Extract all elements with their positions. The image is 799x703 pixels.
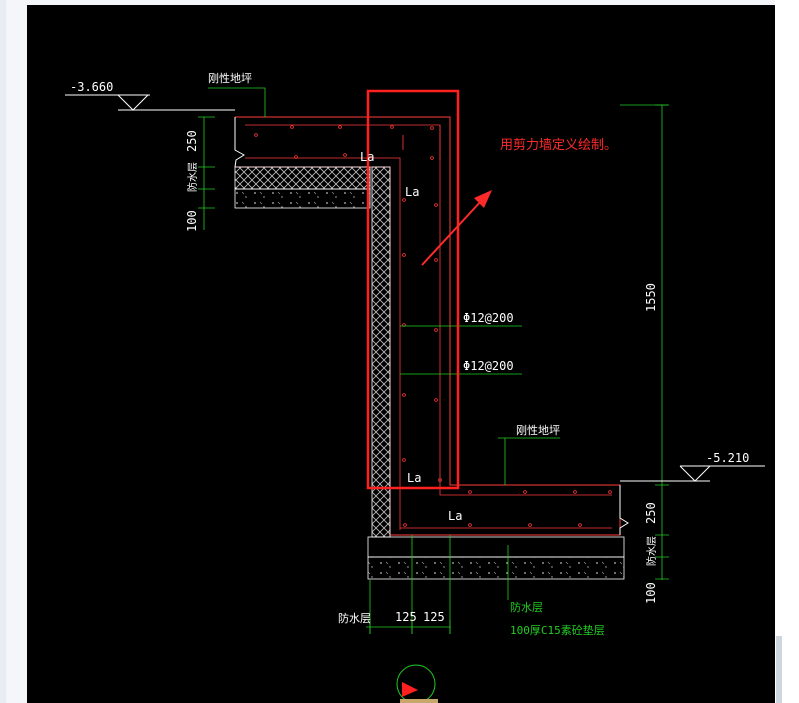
rigid-layer-top-label: 刚性地坪 [208, 71, 252, 85]
la-label-3: La [407, 471, 421, 485]
elevation-marker-bottom [620, 465, 765, 482]
elevation-marker-top [65, 94, 235, 111]
window-left-edge [0, 0, 6, 703]
rebar-label-1: Φ12@200 [463, 311, 514, 325]
dimension-lines [198, 87, 669, 634]
section-marker [396, 664, 438, 703]
annotation-arrow [421, 190, 492, 266]
la-label-1: La [360, 150, 374, 164]
rigid-layer-bottom-label: 刚性地坪 [516, 423, 560, 437]
dim-top-cushion: 100 [185, 210, 199, 232]
waterproof-label-top: 防水层 [186, 162, 199, 192]
waterproof-label-bottom: 防水层 [510, 600, 543, 614]
bottom-cushion-layer [367, 536, 625, 580]
dim-wall-half-1: 125 [395, 610, 417, 624]
dim-wall-half-2: 125 [423, 610, 445, 624]
dim-bottom-slab: 250 [644, 502, 658, 524]
scrollbar-thumb[interactable] [776, 636, 782, 703]
elevation-bottom-label: -5.210 [706, 451, 749, 465]
rebar-lines [245, 124, 612, 530]
dim-wall-height: 1550 [644, 283, 658, 312]
waterproof-label-side: 防水层 [645, 536, 658, 566]
side-waterproof-layer [371, 166, 391, 538]
cushion-label: 100厚C15素砼垫层 [510, 623, 605, 637]
la-label-2: La [405, 185, 419, 199]
waterproof-label-bottom-left: 防水层 [338, 611, 371, 625]
la-label-4: La [448, 509, 462, 523]
annotation-text: 用剪力墙定义绘制。 [500, 137, 617, 153]
dim-bottom-cushion: 100 [644, 582, 658, 604]
top-cushion-layer [234, 166, 371, 209]
rebar-dots [254, 125, 612, 527]
elevation-top-label: -3.660 [70, 80, 113, 94]
model-space [27, 5, 775, 703]
highlight-box[interactable] [366, 89, 460, 490]
window-right-edge [775, 0, 799, 703]
dim-top-slab: 250 [185, 130, 199, 152]
rebar-label-2: Φ12@200 [463, 359, 514, 373]
